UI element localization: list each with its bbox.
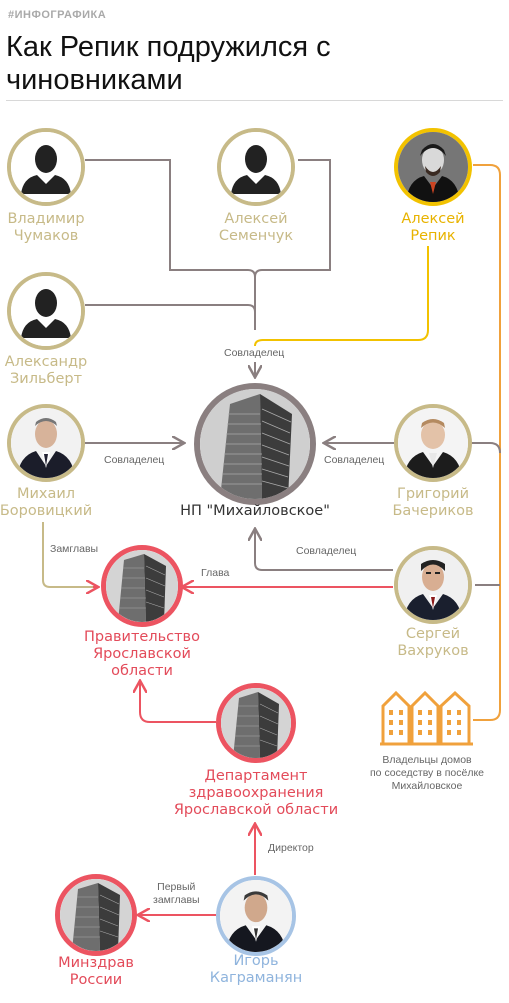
avatar-semenchuk xyxy=(217,128,295,206)
person-silhouette-icon xyxy=(11,132,81,202)
name-chumakov: Владимир Чумаков xyxy=(7,211,85,244)
person-photo-icon xyxy=(220,880,292,952)
avatar-borovitsky xyxy=(7,404,85,482)
person-silhouette-icon xyxy=(221,132,291,202)
section-tag: #ИНФОГРАФИКА xyxy=(8,9,107,21)
person-photo-icon xyxy=(11,408,81,478)
np-mikhailovskoe-node xyxy=(194,383,316,505)
name-repik: Алексей Репик xyxy=(401,211,465,244)
avatar-chumakov xyxy=(7,128,85,206)
government-node xyxy=(101,545,183,627)
name-bacherikov: Григорий Бачериков xyxy=(392,486,474,519)
houses-icon xyxy=(380,688,473,746)
label-coowner-top: Совладелец xyxy=(224,347,285,359)
building-icon xyxy=(60,879,132,951)
building-icon xyxy=(106,550,178,622)
avatar-repik xyxy=(394,128,472,206)
building-icon xyxy=(200,389,310,499)
name-borovitsky: Михаил Боровицкий xyxy=(0,486,93,519)
person-photo-icon xyxy=(398,132,468,202)
label-head: Глава xyxy=(201,567,230,579)
name-department: Департамент здравоохранения Ярославской … xyxy=(173,768,339,818)
line-repik-np xyxy=(254,246,429,347)
title-divider xyxy=(6,100,503,101)
name-vakhrukov: Сергей Вахруков xyxy=(397,626,469,659)
line-semenchuk-np xyxy=(254,159,331,278)
line-dept-gov xyxy=(140,682,216,723)
avatar-vakhrukov xyxy=(394,546,472,624)
name-government: Правительство Ярославской области xyxy=(84,629,200,679)
line-zilbert-np xyxy=(85,304,256,313)
person-photo-icon xyxy=(398,550,468,620)
page-title: Как Репик подружился с чиновниками xyxy=(6,31,331,96)
name-semenchuk: Алексей Семенчук xyxy=(218,211,294,244)
label-coowner-right: Совладелец xyxy=(324,454,385,466)
line-bacherikov-owners xyxy=(470,442,501,454)
label-coowner-left: Совладелец xyxy=(104,454,165,466)
minzdrav-node xyxy=(55,874,137,956)
name-minzdrav: Минздрав России xyxy=(58,955,134,988)
line-borovitsky-gov xyxy=(42,522,93,588)
avatar-bacherikov xyxy=(394,404,472,482)
label-first-deputy: Первый замглавы xyxy=(153,881,200,906)
name-owners: Владельцы домов по соседству в посёлке М… xyxy=(370,754,484,792)
name-zilbert: Александр Зильберт xyxy=(4,354,88,387)
line-vakhrukov-np xyxy=(255,530,393,571)
building-icon xyxy=(221,688,291,758)
person-silhouette-icon xyxy=(11,276,81,346)
person-photo-icon xyxy=(398,408,468,478)
avatar-zilbert xyxy=(7,272,85,350)
name-np: НП "Михайловское" xyxy=(180,503,330,519)
label-coowner-vakhrukov: Совладелец xyxy=(296,545,357,557)
line-repik-owners xyxy=(473,164,501,721)
name-kagramanyan: Игорь Каграманян xyxy=(209,953,303,986)
department-node xyxy=(216,683,296,763)
label-deputy-head: Замглавы xyxy=(50,543,99,555)
label-director: Директор xyxy=(268,842,314,854)
avatar-kagramanyan xyxy=(216,876,296,956)
